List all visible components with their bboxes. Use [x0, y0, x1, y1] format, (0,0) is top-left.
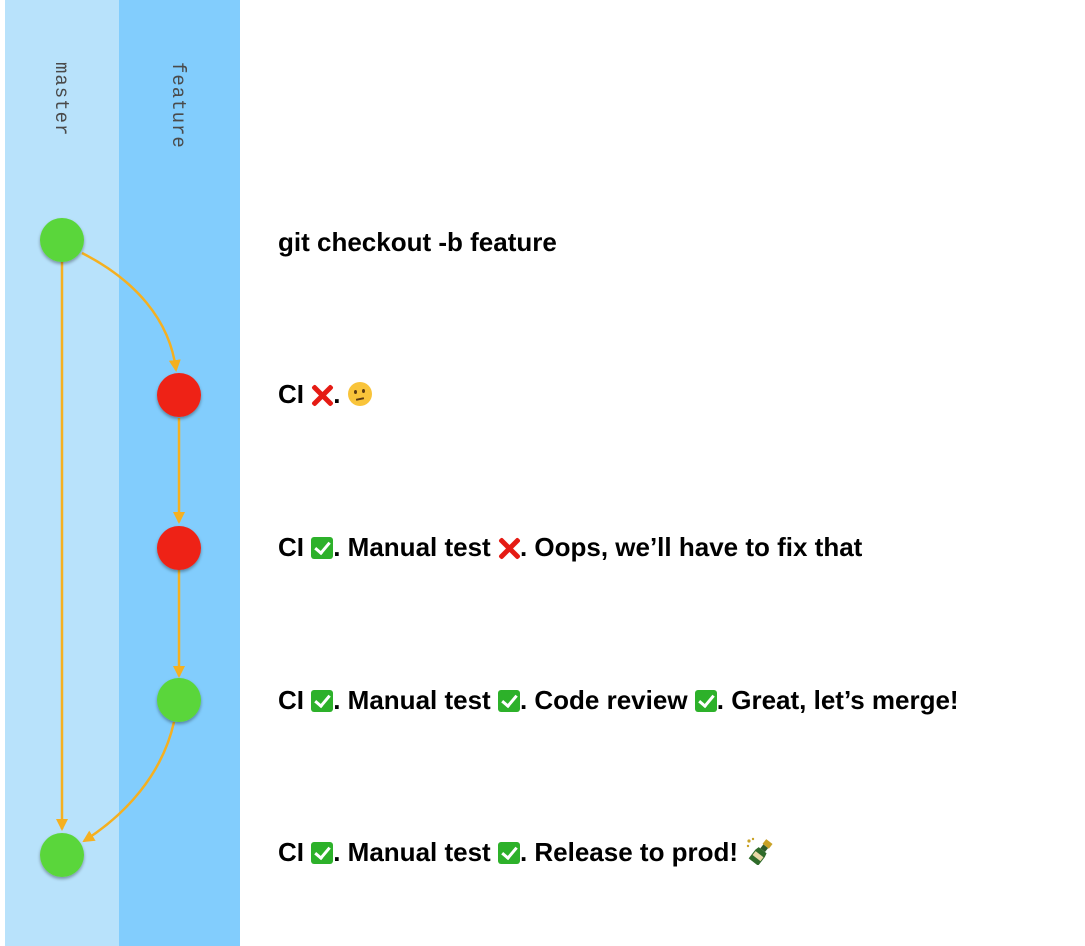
- check-icon: [694, 690, 717, 712]
- commit-feature-3: [157, 678, 201, 722]
- commit-master-merge: [40, 833, 84, 877]
- check-icon: [311, 690, 334, 712]
- step-1-label: git checkout -b feature: [278, 226, 557, 258]
- step-1-text: git checkout -b feature: [278, 227, 557, 257]
- cross-icon: [311, 384, 333, 406]
- step-2-text-2: .: [333, 379, 348, 409]
- step-4-text-3: . Code review: [519, 685, 695, 715]
- thinking-face-icon: [347, 382, 372, 406]
- cross-icon: [498, 537, 520, 559]
- branch-arrow: [81, 251, 181, 372]
- step-2-label: CI .: [278, 378, 372, 410]
- commit-feature-2: [157, 526, 201, 570]
- feature-lane-label: feature: [167, 62, 189, 149]
- champagne-icon: [747, 837, 773, 865]
- check-icon: [497, 842, 520, 864]
- commit-feature-1: [157, 373, 201, 417]
- check-icon: [311, 537, 334, 559]
- step-3-text-2: . Manual test: [333, 532, 498, 562]
- step-4-text-2: . Manual test: [333, 685, 498, 715]
- step-5-text-1: CI: [278, 837, 312, 867]
- check-icon: [311, 842, 334, 864]
- check-icon: [497, 690, 520, 712]
- step-4-text-1: CI: [278, 685, 312, 715]
- step-3-label: CI . Manual test . Oops, we’ll have to f…: [278, 531, 862, 563]
- step-4-text-4: . Great, let’s merge!: [716, 685, 959, 715]
- step-5-text-2: . Manual test: [333, 837, 498, 867]
- step-2-text-1: CI: [278, 379, 312, 409]
- step-4-label: CI . Manual test . Code review . Great, …: [278, 684, 959, 716]
- commit-master-start: [40, 218, 84, 262]
- merge-arrow: [82, 721, 176, 843]
- step-3-text-1: CI: [278, 532, 312, 562]
- step-5-text-3: . Release to prod!: [519, 837, 746, 867]
- step-5-label: CI . Manual test . Release to prod!: [278, 836, 779, 868]
- step-3-text-3: . Oops, we’ll have to fix that: [519, 532, 863, 562]
- master-lane-label: master: [50, 62, 72, 137]
